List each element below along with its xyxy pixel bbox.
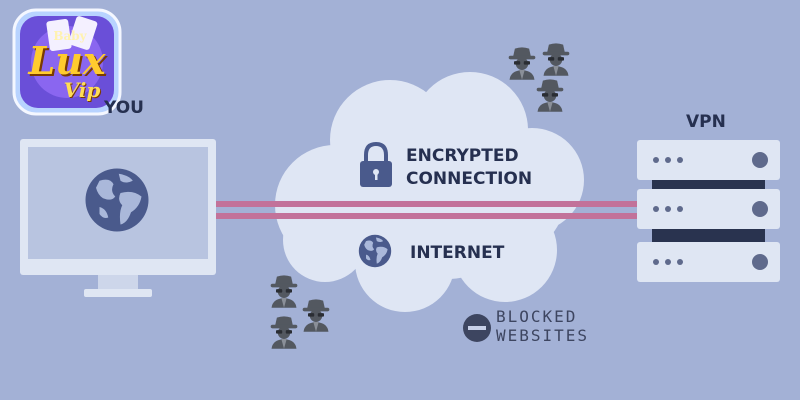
- encrypted-connection-label: ENCRYPTED CONNECTION: [406, 145, 532, 191]
- logo-line-baby: Baby: [53, 29, 87, 43]
- spy-icon: [508, 47, 536, 80]
- server-rack-icon: [637, 140, 780, 282]
- hacker-group-bottom: [270, 275, 330, 349]
- logo-line-vip: Vip: [63, 78, 101, 102]
- connection-text: CONNECTION: [406, 169, 533, 189]
- blocked-websites-label: BLOCKED WEBSITES: [496, 307, 589, 345]
- internet-globe-icon: [358, 234, 392, 268]
- lock-icon: [360, 141, 392, 187]
- logo-icon: [12, 8, 122, 116]
- tunnel-through-cloud: [270, 201, 600, 219]
- spy-icon: [270, 275, 298, 308]
- spy-icon: [536, 79, 564, 112]
- spy-icon: [542, 43, 570, 76]
- logo-line-lux: Lux: [28, 38, 106, 83]
- computer-globe-icon: [85, 168, 149, 232]
- blocked-text: BLOCKED: [496, 307, 578, 326]
- minus-circle-icon: [463, 314, 491, 342]
- spy-icon: [302, 299, 330, 332]
- internet-cloud: [275, 72, 584, 312]
- you-label: YOU: [104, 98, 144, 118]
- websites-text: WEBSITES: [496, 326, 590, 345]
- logo-text: Baby Lux Vip: [20, 30, 114, 100]
- internet-label: INTERNET: [410, 243, 505, 263]
- encrypted-text: ENCRYPTED: [406, 146, 519, 166]
- spy-icon: [270, 316, 298, 349]
- vpn-label: VPN: [686, 112, 726, 132]
